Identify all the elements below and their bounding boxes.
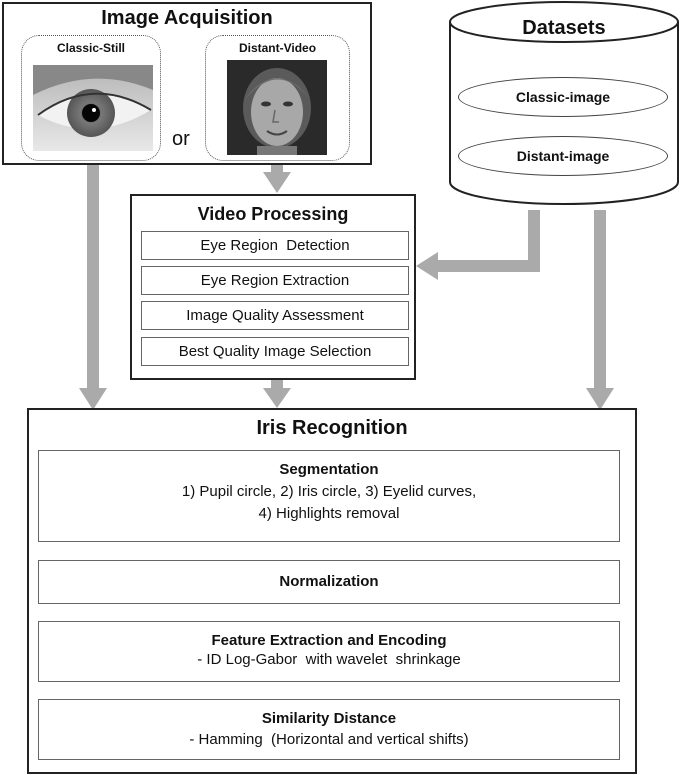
step-eye-region-detection: Eye Region Detection [141, 231, 409, 260]
iris-recognition-box: Iris Recognition Segmentation 1) Pupil c… [27, 408, 637, 774]
arrow-processing-to-iris [263, 380, 291, 408]
iris-recognition-title: Iris Recognition [256, 417, 408, 439]
segmentation-line1: 1) Pupil circle, 2) Iris circle, 3) Eyel… [181, 483, 477, 500]
classic-still-label: Classic-Still [56, 41, 126, 55]
video-processing-title: Video Processing [197, 204, 349, 224]
arrow-video-to-processing [263, 162, 291, 193]
stage-segmentation: Segmentation 1) Pupil circle, 2) Iris ci… [38, 450, 620, 542]
step-image-quality-assessment: Image Quality Assessment [141, 301, 409, 330]
arrow-datasets-to-processing [416, 210, 540, 280]
similarity-distance-line1: - Hamming (Horizontal and vertical shift… [189, 731, 469, 748]
feature-extraction-line1: - ID Log-Gabor with wavelet shrinkage [197, 651, 461, 668]
face-image [227, 60, 327, 155]
step-best-quality-selection: Best Quality Image Selection [141, 337, 409, 366]
distant-video-panel: Distant-Video [205, 35, 350, 161]
image-acquisition-title: Image Acquisition [101, 7, 273, 29]
step-eye-region-extraction: Eye Region Extraction [141, 266, 409, 295]
normalization-title: Normalization [279, 573, 379, 590]
stage-normalization: Normalization [38, 560, 620, 604]
distant-video-label: Distant-Video [238, 41, 317, 55]
dataset-classic-label: Classic-image [515, 89, 611, 105]
eye-image [33, 65, 153, 151]
segmentation-title: Segmentation [279, 461, 379, 478]
dataset-distant-image: Distant-image [458, 136, 668, 176]
stage-feature-extraction: Feature Extraction and Encoding - ID Log… [38, 621, 620, 682]
feature-extraction-title: Feature Extraction and Encoding [211, 632, 447, 649]
image-acquisition-box: Image Acquisition Classic-Still or Dista… [2, 2, 372, 165]
dataset-distant-label: Distant-image [516, 148, 610, 164]
dataset-classic-image: Classic-image [458, 77, 668, 117]
similarity-distance-title: Similarity Distance [261, 710, 397, 727]
datasets-title: Datasets [522, 17, 606, 39]
segmentation-line2: 4) Highlights removal [258, 505, 400, 522]
or-text: or [172, 128, 190, 150]
classic-still-panel: Classic-Still [21, 35, 161, 161]
arrow-acquisition-to-iris [79, 165, 107, 410]
video-processing-box: Video Processing Eye Region Detection Ey… [130, 194, 416, 380]
stage-similarity-distance: Similarity Distance - Hamming (Horizonta… [38, 699, 620, 760]
arrow-datasets-to-iris [586, 210, 614, 410]
